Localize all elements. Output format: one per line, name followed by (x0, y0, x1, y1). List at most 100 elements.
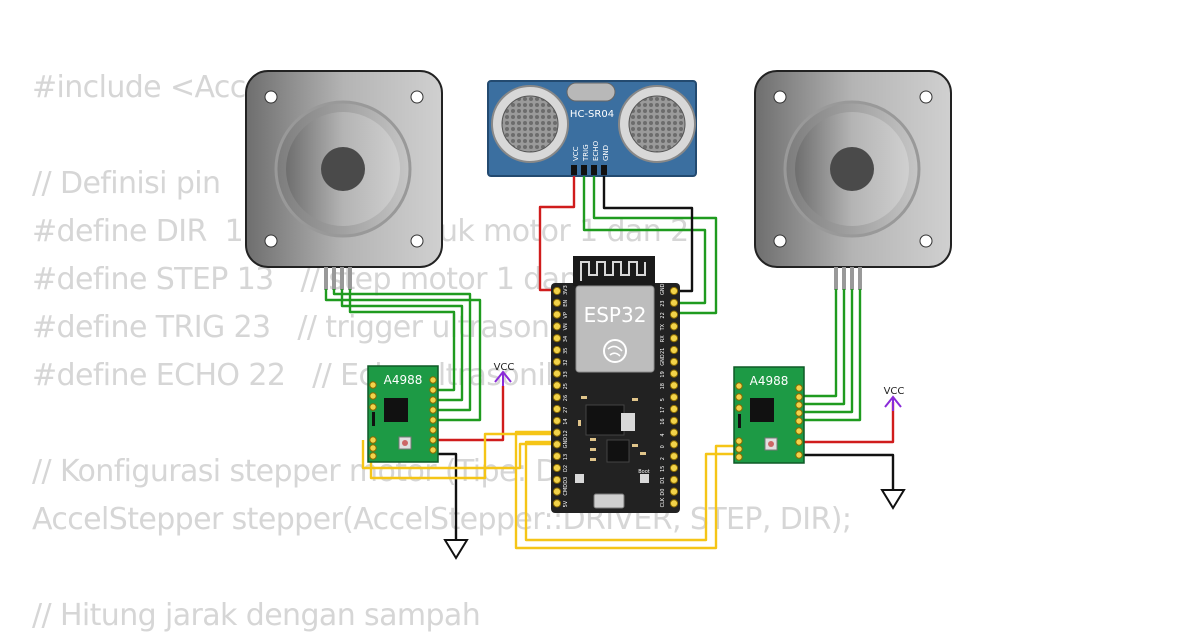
esp32-right-pin-label: 16 (660, 418, 666, 424)
ultrasonic-pin-trig: TRIG (582, 144, 590, 162)
esp32-left-pin-pad[interactable] (552, 322, 562, 331)
esp32-left-pin-label: GND (563, 437, 569, 449)
esp32-right-pin-label: 0 (660, 445, 666, 448)
stepper-motor-right[interactable] (754, 70, 952, 290)
esp32-right-pin-label: 15 (660, 466, 666, 472)
esp32-left-pin-pad[interactable] (552, 440, 562, 449)
esp32-left-pin-label: D2 (563, 465, 569, 472)
esp32-left-pin-label: 35 (563, 348, 569, 354)
esp32-left-pin-label: 3V3 (563, 285, 569, 295)
esp32-right-pin-label: 19 (660, 371, 666, 377)
driver-left-label: A4988 (384, 373, 423, 387)
esp32-left-pin-pad[interactable] (552, 452, 562, 461)
esp32-left-pin-label: 5V (563, 500, 569, 507)
esp32-left-pin-pad[interactable] (552, 381, 562, 390)
wire-right-dir (524, 440, 736, 542)
esp32-right-pin-pad[interactable] (669, 463, 679, 473)
driver-right-label: A4988 (750, 374, 789, 388)
esp32-right-pin-label: 17 (660, 407, 666, 413)
vcc-right-label: VCC (884, 386, 905, 397)
esp32-left-header[interactable] (552, 286, 562, 508)
esp32-right-pin-pad[interactable] (669, 334, 679, 343)
esp32-right-pin-label: CLK (660, 497, 666, 507)
esp32-right-pin-pad[interactable] (669, 345, 679, 355)
esp32-left-pin-pad[interactable] (552, 463, 562, 473)
esp32-left-pin-label: 32 (563, 359, 569, 365)
esp32-left-pin-label: 34 (563, 336, 569, 342)
esp32-left-pin-label: 25 (563, 383, 569, 389)
stepper-motor-left[interactable] (245, 70, 443, 290)
driver-left[interactable]: A4988 (367, 365, 439, 463)
esp32-left-pin-pad[interactable] (552, 475, 562, 484)
esp32-right-pin-label: D1 (660, 477, 666, 484)
wire-left-driver-vcc (436, 386, 505, 442)
esp32-right-pin-pad[interactable] (669, 475, 679, 484)
esp32-left-pin-pad[interactable] (552, 298, 562, 307)
esp32-right-pin-pad[interactable] (669, 499, 679, 508)
ultrasonic-sensor[interactable]: HC-SR04 VCC TRIG ECHO GND (487, 80, 697, 177)
esp32-right-pin-pad[interactable] (669, 298, 679, 307)
esp32-right-pin-pad[interactable] (669, 393, 679, 402)
ultrasonic-pin-vcc: VCC (572, 146, 580, 161)
vcc-symbol-right: VCC (884, 386, 905, 411)
wire-left-coil-3 (340, 289, 464, 402)
esp32-right-pin-pad[interactable] (669, 416, 679, 425)
driver-right[interactable]: A4988 (733, 366, 805, 464)
ground-symbol-right (880, 489, 906, 510)
esp32-left-pin-pad[interactable] (552, 487, 562, 496)
esp32-right-pin-label: GND (660, 283, 666, 295)
wire-sensor-vcc (538, 176, 576, 292)
esp32-left-pin-label: 13 (563, 454, 569, 460)
esp32-left-pin-pad[interactable] (552, 286, 562, 296)
esp32-left-pin-label: VN (563, 323, 569, 330)
esp32-left-pin-pad[interactable] (552, 499, 562, 508)
esp32-right-pin-label: RX (660, 335, 666, 342)
esp32-right-pin-label: 22 (660, 312, 666, 318)
wire-right-driver-vcc (802, 402, 895, 444)
wires (324, 176, 895, 550)
esp32-right-pin-pad[interactable] (669, 369, 679, 378)
esp32-right-header[interactable] (669, 286, 679, 508)
esp32-right-pin-pad[interactable] (669, 357, 679, 366)
esp32-left-pin-label: CMD (563, 484, 569, 496)
esp32-left-pin-pad[interactable] (552, 345, 562, 355)
esp32-right-pin-label: GND (660, 354, 666, 366)
esp32-left-pin-pad[interactable] (552, 369, 562, 378)
esp32-left-pin-pad[interactable] (552, 416, 562, 425)
ultrasonic-pin-echo: ECHO (592, 140, 600, 161)
esp32-left-pin-pad[interactable] (552, 428, 562, 437)
wire-sensor-gnd (602, 176, 694, 293)
esp32-left-pin-label: D3 (563, 477, 569, 484)
esp32-left-pin-label: 33 (563, 371, 569, 377)
esp32-right-pin-pad[interactable] (669, 487, 679, 496)
esp32-right-pin-pad[interactable] (669, 286, 679, 296)
esp32-right-pin-label: TX (660, 323, 666, 331)
wire-right-coil-1 (802, 289, 838, 398)
esp32-left-pin-label: 12 (563, 430, 569, 436)
esp32-right-pin-pad[interactable] (669, 381, 679, 390)
ground-symbol-left (443, 539, 469, 560)
esp32-right-pin-label: 21 (660, 348, 666, 354)
wire-left-dir (361, 440, 552, 470)
wire-right-step (514, 430, 736, 550)
esp32-left-pin-pad[interactable] (552, 334, 562, 343)
esp32-left-pin-pad[interactable] (552, 404, 562, 414)
wire-left-coil-2 (332, 289, 472, 412)
esp32-left-pin-pad[interactable] (552, 310, 562, 319)
esp32-right-pin-pad[interactable] (669, 310, 679, 319)
esp32-board[interactable]: ESP32 Boot 3V3ENVPVN343532332526271412GN… (551, 256, 680, 513)
esp32-right-pin-label: 23 (660, 300, 666, 306)
esp32-right-pin-pad[interactable] (669, 428, 679, 437)
esp32-right-pin-pad[interactable] (669, 452, 679, 461)
esp32-left-pin-pad[interactable] (552, 393, 562, 402)
esp32-right-pin-pad[interactable] (669, 322, 679, 331)
ultrasonic-pin-gnd: GND (602, 145, 610, 161)
esp32-left-pin-pad[interactable] (552, 357, 562, 366)
esp32-right-pin-label: 18 (660, 383, 666, 389)
esp32-right-pin-pad[interactable] (669, 440, 679, 449)
esp32-right-pin-pad[interactable] (669, 404, 679, 414)
esp32-boot-label: Boot (638, 469, 650, 475)
wire-sensor-echo (592, 176, 718, 315)
wire-right-driver-gnd (802, 453, 895, 490)
